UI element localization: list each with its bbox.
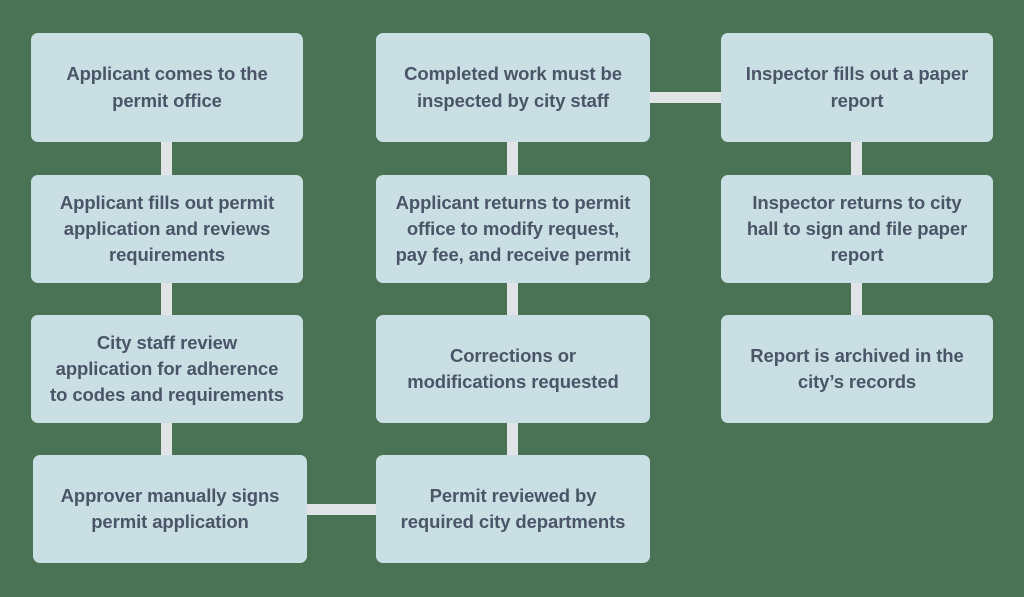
connector-node9-node10 (851, 136, 862, 181)
node-label: City staff review application for adhere… (50, 331, 284, 406)
node-label: Report is archived in the city’s records (750, 344, 964, 392)
node-label: Corrections or modifications requested (407, 344, 619, 392)
node-inspector-returns-to-city-hall[interactable]: Inspector returns to city hall to sign a… (721, 175, 993, 283)
node-city-staff-review-application[interactable]: City staff review application for adhere… (31, 315, 303, 423)
node-label: Applicant returns to permit office to mo… (395, 191, 631, 266)
node-permit-reviewed-by-city-departments[interactable]: Permit reviewed by required city departm… (376, 455, 650, 563)
node-label: Applicant comes to the permit office (66, 63, 268, 111)
connector-node6-node5 (507, 136, 518, 181)
node-approver-manually-signs[interactable]: Approver manually signs permit applicati… (33, 455, 307, 563)
node-applicant-returns-to-permit-office[interactable]: Applicant returns to permit office to mo… (376, 175, 650, 283)
node-report-is-archived[interactable]: Report is archived in the city’s records (721, 315, 993, 423)
node-inspector-fills-out-paper-report[interactable]: Inspector fills out a paper report (721, 33, 993, 142)
connector-node10-node11 (851, 277, 862, 321)
connector-node8-node7 (507, 417, 518, 461)
node-label: Completed work must be inspected by city… (404, 63, 622, 111)
node-label: Inspector fills out a paper report (745, 63, 969, 111)
connector-node3-node4 (161, 417, 172, 461)
node-completed-work-must-be-inspected[interactable]: Completed work must be inspected by city… (376, 33, 650, 142)
node-label: Applicant fills out permit application a… (59, 191, 275, 266)
node-applicant-fills-out-permit-application[interactable]: Applicant fills out permit application a… (31, 175, 303, 283)
connector-node1-node2 (161, 136, 172, 181)
node-corrections-or-modifications-requested[interactable]: Corrections or modifications requested (376, 315, 650, 423)
connector-node7-node6 (507, 277, 518, 321)
node-label: Permit reviewed by required city departm… (400, 484, 626, 532)
node-applicant-comes-to-permit-office[interactable]: Applicant comes to the permit office (31, 33, 303, 142)
node-label: Inspector returns to city hall to sign a… (746, 191, 968, 266)
connector-node2-node3 (161, 277, 172, 321)
node-label: Approver manually signs permit applicati… (60, 484, 280, 532)
connector-node4-node8 (301, 504, 382, 515)
connector-node5-node9 (644, 92, 727, 103)
